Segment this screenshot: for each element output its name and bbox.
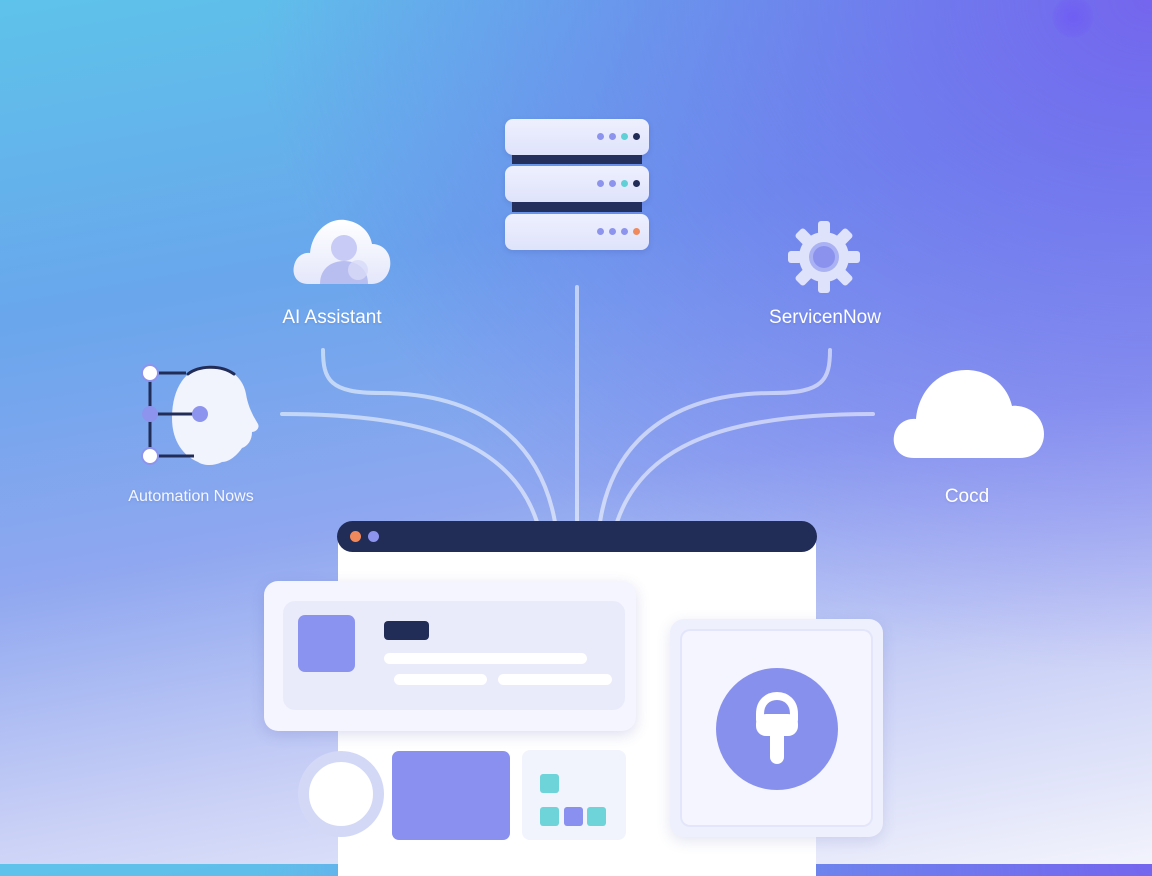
avatar-placeholder [298,615,355,672]
ring-placeholder [298,751,384,837]
window-dot-purple [368,531,379,542]
text-line-placeholder [384,653,587,664]
text-line-placeholder [394,674,487,685]
cloud-person-icon [293,219,391,284]
server-unit [505,166,649,202]
image-placeholder [392,751,510,840]
server-unit [505,214,649,250]
tile [540,774,559,793]
cloud-icon [893,370,1044,458]
server-gap [512,154,642,164]
connector-cloud [615,412,875,524]
ai-assistant-label: AI Assistant [282,307,382,328]
connector-servicenow [598,348,832,524]
connector-ai [321,348,557,524]
head-network-icon [141,364,259,465]
cloud-label: Cocd [944,486,990,507]
automation-label: Automation Nows [128,488,254,505]
tile [587,807,606,826]
decorative-glow [1052,0,1094,38]
tile [564,807,583,826]
window-dot-orange [350,531,361,542]
text-line-placeholder [498,674,612,685]
server-gap [512,202,642,212]
tile-card [522,750,626,840]
tile [540,807,559,826]
title-placeholder [384,621,429,640]
servicenow-label: ServicenNow [769,307,881,328]
server-unit [505,119,649,155]
lock-icon [756,691,798,764]
browser-titlebar [337,521,817,552]
connector-automation [280,412,539,524]
gear-icon [788,221,860,293]
